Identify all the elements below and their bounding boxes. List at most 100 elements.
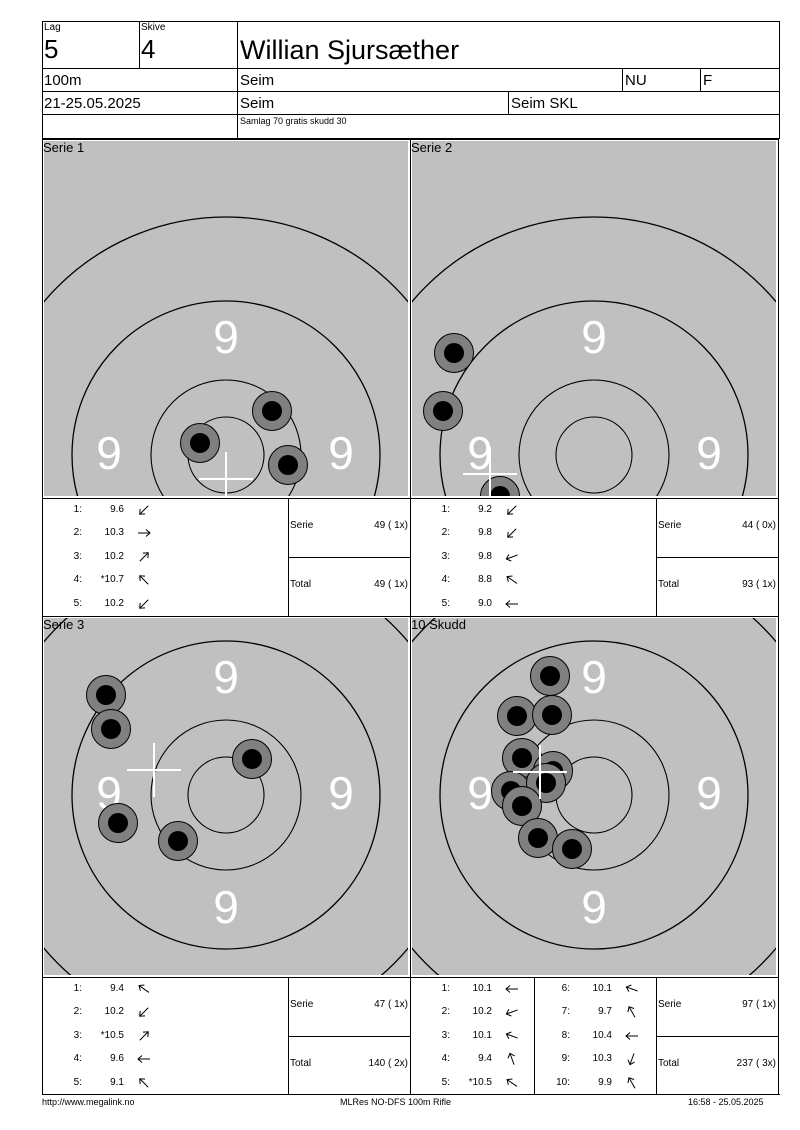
direction-arrow-icon	[139, 505, 149, 515]
direction-arrow-icon	[506, 1078, 518, 1087]
target-ring	[71, 640, 381, 950]
direction-arrow-icon	[505, 553, 518, 562]
shot-row: 6:10.1	[530, 979, 650, 999]
shot-number: 4:	[441, 574, 450, 586]
shot-row: 4: 9.6	[42, 1049, 162, 1069]
shot-row: 3:10.1	[410, 1026, 530, 1046]
shot-row: 7:9.7	[530, 1002, 650, 1022]
shot-number: 1:	[441, 983, 450, 994]
shot-value: 10.1	[472, 983, 492, 994]
direction-arrow-icon	[505, 599, 518, 608]
description: Samlag 70 gratis skudd 30	[240, 116, 347, 126]
shot-row: 8: 10.4	[530, 1026, 650, 1046]
distance: 100m	[44, 72, 82, 89]
shot-number: 2:	[441, 1006, 450, 1018]
target-ring	[439, 640, 749, 950]
divider	[288, 1036, 410, 1037]
shot-value: 10.2	[104, 550, 124, 562]
shot-hole	[98, 803, 138, 843]
shot-hole	[180, 423, 220, 463]
direction-arrow-icon	[507, 528, 517, 539]
skive-label: Skive	[141, 22, 166, 33]
footer-program: MLRes NO-DFS 100m Rifle	[340, 1097, 452, 1107]
shot-number: 9:	[561, 1053, 570, 1065]
shot-hole	[518, 818, 558, 858]
shot-number: 1:	[73, 504, 82, 515]
direction-arrow-icon	[625, 1031, 638, 1040]
shot-value: *10.5	[468, 1076, 492, 1088]
shot-number: 8:	[561, 1029, 570, 1041]
shot-hole	[91, 709, 131, 749]
group-center-cross	[127, 743, 181, 797]
direction-arrow-icon	[627, 1076, 636, 1089]
ring-number: 9	[96, 427, 122, 479]
skive-value: 4	[141, 34, 156, 64]
shot-number: 5:	[441, 597, 450, 609]
shot-hole	[502, 786, 542, 826]
group-center-cross	[513, 745, 567, 799]
ring-number: 9	[696, 767, 722, 819]
shot-value: 9.6	[110, 504, 124, 515]
club: Seim	[240, 72, 275, 89]
footer-url[interactable]: http://www.megalink.no	[42, 1097, 135, 1107]
total-label: Total	[658, 579, 680, 590]
shot-value: 9.4	[478, 1053, 492, 1065]
divider	[656, 977, 657, 1094]
header-box	[42, 21, 780, 139]
shot-row: 1:9.4	[42, 979, 162, 999]
shot-value: 10.1	[592, 983, 612, 994]
ring-number: 9	[581, 311, 607, 363]
shot-number: 4:	[73, 1053, 82, 1065]
target-title: Serie 1	[43, 140, 85, 155]
shot-value: 9.6	[110, 1053, 124, 1065]
shot-value: 8.8	[478, 574, 492, 586]
shot-value: *10.7	[100, 574, 124, 586]
total-label: Total	[290, 579, 312, 590]
direction-arrow-icon	[139, 1077, 149, 1088]
direction-arrow-icon	[505, 1031, 518, 1039]
target-ring	[555, 416, 633, 494]
direction-arrow-icon	[507, 505, 517, 515]
divider	[288, 557, 410, 558]
target-ring	[150, 719, 302, 871]
direction-arrow-icon	[139, 1007, 149, 1018]
shot-hole	[532, 695, 572, 735]
shot-number: 1:	[73, 983, 82, 994]
shot-value: 10.4	[592, 1029, 612, 1041]
shot-row: 1:9.2	[410, 500, 530, 520]
direction-arrow-icon	[507, 1052, 515, 1065]
shot-number: 3:	[73, 1029, 82, 1041]
serie-label: Serie	[658, 999, 682, 1010]
shot-value: 10.2	[104, 1006, 124, 1018]
serie-value: 44 ( 0x)	[742, 520, 776, 531]
shot-row: 4:9.4	[410, 1049, 530, 1069]
class-1: NU	[625, 72, 647, 89]
divider	[656, 1036, 778, 1037]
target-ring	[439, 300, 749, 496]
shot-value: 9.8	[478, 550, 492, 562]
serie-label: Serie	[290, 520, 314, 531]
shot-value: 9.7	[598, 1006, 612, 1018]
shot-hole	[86, 675, 126, 715]
shot-value: 10.2	[104, 597, 124, 609]
serie-value: 49 ( 1x)	[374, 520, 408, 531]
shot-hole	[423, 391, 463, 431]
divider	[656, 557, 778, 558]
shot-row: 4: 8.8	[410, 570, 530, 590]
ring-number: 9	[581, 881, 607, 933]
date: 21-25.05.2025	[44, 95, 141, 112]
organizer: Seim SKL	[511, 95, 578, 112]
divider	[42, 68, 780, 69]
divider	[42, 91, 780, 92]
shot-row: 3:9.8	[410, 547, 530, 567]
divider	[139, 21, 140, 68]
target-title: Serie 2	[411, 140, 453, 155]
shot-row: 5:9.1	[42, 1073, 162, 1093]
shooter-name: Willian Sjursæther	[240, 35, 460, 65]
shot-number: 1:	[441, 504, 450, 515]
shot-value: 9.1	[110, 1076, 124, 1088]
target-ring	[187, 756, 265, 834]
divider	[534, 977, 535, 1094]
